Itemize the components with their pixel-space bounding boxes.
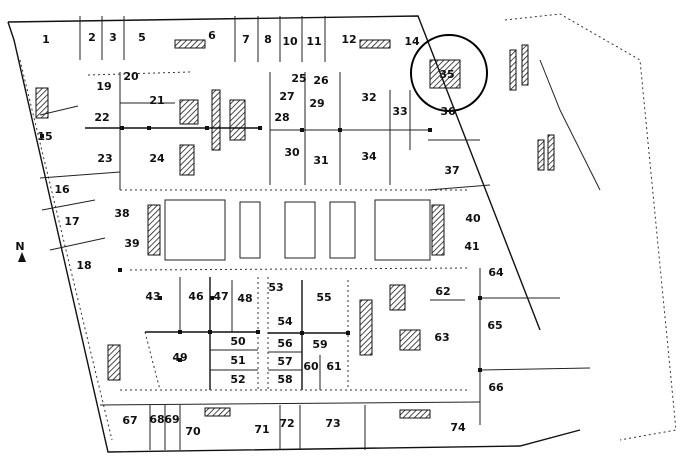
column-dots bbox=[40, 126, 482, 372]
interior-walls bbox=[39, 16, 591, 450]
unit-62[interactable]: 62 bbox=[435, 285, 450, 298]
unit-32[interactable]: 32 bbox=[361, 91, 376, 104]
svg-text:N: N bbox=[15, 240, 24, 253]
unit-12[interactable]: 12 bbox=[341, 33, 356, 46]
unit-41[interactable]: 41 bbox=[464, 240, 479, 253]
unit-6[interactable]: 6 bbox=[208, 29, 216, 42]
unit-69[interactable]: 69 bbox=[164, 413, 179, 426]
compass-icon: N bbox=[15, 240, 26, 262]
unit-8[interactable]: 8 bbox=[264, 33, 272, 46]
unit-22[interactable]: 22 bbox=[94, 111, 109, 124]
unit-28[interactable]: 28 bbox=[274, 111, 289, 124]
unit-29[interactable]: 29 bbox=[309, 97, 324, 110]
unit-21[interactable]: 21 bbox=[149, 94, 164, 107]
unit-25[interactable]: 25 bbox=[291, 72, 306, 85]
unit-52[interactable]: 52 bbox=[230, 373, 245, 386]
unit-1[interactable]: 1 bbox=[42, 33, 50, 46]
unit-57[interactable]: 57 bbox=[277, 355, 292, 368]
unit-2[interactable]: 2 bbox=[88, 31, 96, 44]
unit-73[interactable]: 73 bbox=[325, 417, 340, 430]
unit-54[interactable]: 54 bbox=[277, 315, 293, 328]
unit-43[interactable]: 43 bbox=[145, 290, 160, 303]
unit-74[interactable]: 74 bbox=[450, 421, 466, 434]
unit-66[interactable]: 66 bbox=[488, 381, 504, 394]
unit-50[interactable]: 50 bbox=[230, 335, 246, 348]
unit-67[interactable]: 67 bbox=[122, 414, 137, 427]
unit-38[interactable]: 38 bbox=[114, 207, 129, 220]
unit-3[interactable]: 3 bbox=[109, 31, 117, 44]
unit-72[interactable]: 72 bbox=[279, 417, 294, 430]
unit-63[interactable]: 63 bbox=[434, 331, 449, 344]
unit-18[interactable]: 18 bbox=[76, 259, 91, 272]
unit-39[interactable]: 39 bbox=[124, 237, 139, 250]
unit-46[interactable]: 46 bbox=[188, 290, 204, 303]
unit-40[interactable]: 40 bbox=[465, 212, 481, 225]
unit-65[interactable]: 65 bbox=[487, 319, 502, 332]
unit-53[interactable]: 53 bbox=[268, 281, 283, 294]
unit-7[interactable]: 7 bbox=[242, 33, 250, 46]
unit-59[interactable]: 59 bbox=[312, 338, 327, 351]
unit-10[interactable]: 10 bbox=[282, 35, 298, 48]
unit-55[interactable]: 55 bbox=[316, 291, 331, 304]
unit-19[interactable]: 19 bbox=[96, 80, 111, 93]
unit-20[interactable]: 20 bbox=[123, 70, 139, 83]
unit-36[interactable]: 36 bbox=[440, 105, 456, 118]
stairs-escalators bbox=[35, 39, 555, 419]
unit-61[interactable]: 61 bbox=[326, 360, 341, 373]
unit-47[interactable]: 47 bbox=[213, 290, 228, 303]
unit-35[interactable]: 35 bbox=[439, 68, 454, 81]
unit-49[interactable]: 49 bbox=[172, 351, 187, 364]
unit-30[interactable]: 30 bbox=[284, 146, 300, 159]
unit-71[interactable]: 71 bbox=[254, 423, 269, 436]
unit-5[interactable]: 5 bbox=[138, 31, 146, 44]
building-outline bbox=[7, 13, 676, 453]
highlighted-unit-35[interactable] bbox=[410, 34, 488, 112]
unit-26[interactable]: 26 bbox=[313, 74, 329, 87]
unit-33[interactable]: 33 bbox=[392, 105, 407, 118]
unit-60[interactable]: 60 bbox=[303, 360, 319, 373]
unit-15[interactable]: 15 bbox=[37, 130, 52, 143]
unit-17[interactable]: 17 bbox=[64, 215, 79, 228]
unit-16[interactable]: 16 bbox=[54, 183, 70, 196]
unit-11[interactable]: 11 bbox=[306, 35, 321, 48]
unit-14[interactable]: 14 bbox=[404, 35, 420, 48]
unit-27[interactable]: 27 bbox=[279, 90, 294, 103]
unit-23[interactable]: 23 bbox=[97, 152, 112, 165]
unit-37[interactable]: 37 bbox=[444, 164, 459, 177]
unit-31[interactable]: 31 bbox=[313, 154, 328, 167]
unit-58[interactable]: 58 bbox=[277, 373, 292, 386]
unit-labels: 1 2 3 5 6 7 8 10 11 12 14 35 19 20 21 22… bbox=[37, 29, 504, 438]
unit-56[interactable]: 56 bbox=[277, 337, 293, 350]
unit-64[interactable]: 64 bbox=[488, 266, 504, 279]
unit-24[interactable]: 24 bbox=[149, 152, 165, 165]
unit-68[interactable]: 68 bbox=[149, 413, 164, 426]
unit-70[interactable]: 70 bbox=[185, 425, 201, 438]
unit-51[interactable]: 51 bbox=[230, 354, 245, 367]
unit-34[interactable]: 34 bbox=[361, 150, 377, 163]
unit-48[interactable]: 48 bbox=[237, 292, 252, 305]
